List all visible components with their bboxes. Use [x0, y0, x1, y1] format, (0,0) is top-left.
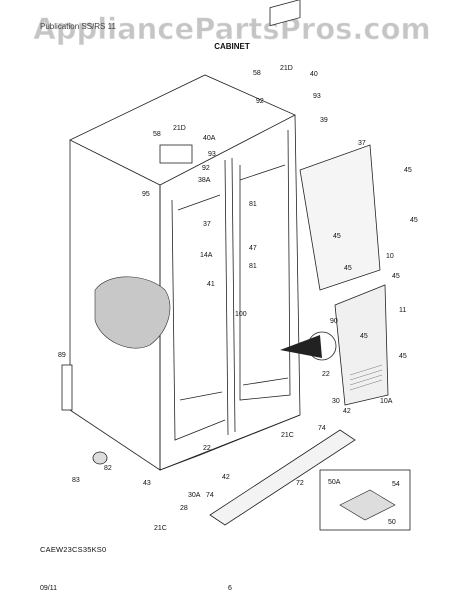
callout-40: 40 [310, 71, 318, 78]
detail-circle [307, 331, 337, 361]
watermark-logo: AppliancePartsPros.com [33, 12, 431, 47]
side-bracket [61, 364, 73, 411]
panel-vent-slots [349, 364, 383, 391]
callout-42: 42 [222, 474, 230, 481]
callout-93: 93 [313, 93, 321, 100]
callout-labels: 58 21D 40 93 92 39 58 21D 40A 93 92 37 3… [58, 65, 418, 532]
callout-82: 82 [104, 465, 112, 472]
callout-45: 45 [344, 265, 352, 272]
callout-28: 28 [180, 505, 188, 512]
callout-45: 45 [360, 333, 368, 340]
callout-50: 50 [388, 519, 396, 526]
callout-14a: 14A [200, 252, 213, 259]
callout-81: 81 [249, 263, 257, 270]
callout-22: 22 [322, 371, 330, 378]
callout-93: 93 [208, 151, 216, 158]
inset-part [339, 489, 396, 521]
callout-74: 74 [206, 492, 214, 499]
callout-40a: 40A [203, 135, 216, 142]
callout-58: 58 [253, 70, 261, 77]
wheel-roller [92, 451, 108, 465]
header-partial: Publication SS/RS 11 [40, 22, 116, 31]
footer-date: 09/11 [40, 585, 57, 592]
footer-page-number: 6 [228, 585, 232, 592]
callout-45: 45 [410, 217, 418, 224]
top-hinge-bracket-left [159, 144, 193, 164]
callout-30: 30 [332, 398, 340, 405]
callout-37: 37 [358, 140, 366, 147]
callout-47: 47 [249, 245, 257, 252]
callout-95: 95 [142, 191, 150, 198]
zoom-arrow [280, 335, 322, 358]
callout-11: 11 [399, 307, 406, 314]
model-code: CAEW23CS35KS0 [40, 545, 107, 554]
callout-21c: 21C [281, 432, 294, 439]
callout-74: 74 [318, 425, 326, 432]
callout-10a: 10A [380, 398, 393, 405]
callout-21d: 21D [280, 65, 293, 72]
callout-58: 58 [153, 131, 161, 138]
callout-89: 89 [58, 352, 66, 359]
toe-grille [209, 429, 356, 526]
callout-43: 43 [143, 480, 151, 487]
callout-90: 90 [330, 318, 338, 325]
callout-92: 92 [256, 98, 264, 105]
page-title: CABINET [214, 42, 250, 51]
callout-21c: 21C [154, 525, 167, 532]
cabinet-outline [69, 74, 301, 471]
callout-45: 45 [404, 167, 412, 174]
rear-access-panel [334, 284, 389, 406]
callout-10: 10 [386, 253, 394, 260]
callout-41: 41 [207, 281, 215, 288]
callout-45: 45 [399, 353, 407, 360]
callout-21d: 21D [173, 125, 186, 132]
callout-45: 45 [333, 233, 341, 240]
callout-42: 42 [343, 408, 351, 415]
callout-83: 83 [72, 477, 80, 484]
callout-72: 72 [296, 480, 304, 487]
callout-54: 54 [392, 481, 400, 488]
callout-81: 81 [249, 201, 257, 208]
callout-100: 100 [235, 311, 247, 318]
rear-duct-panel [299, 144, 381, 291]
callout-30a: 30A [188, 492, 201, 499]
foam-insulation-shape [94, 276, 171, 349]
callout-45: 45 [392, 273, 400, 280]
top-hinge-bracket [269, 0, 301, 27]
callout-22: 22 [203, 445, 211, 452]
callout-38a: 38A [198, 177, 211, 184]
callout-50a: 50A [328, 479, 341, 486]
callout-39: 39 [320, 117, 328, 124]
callout-37: 37 [203, 221, 211, 228]
callout-92: 92 [202, 165, 210, 172]
